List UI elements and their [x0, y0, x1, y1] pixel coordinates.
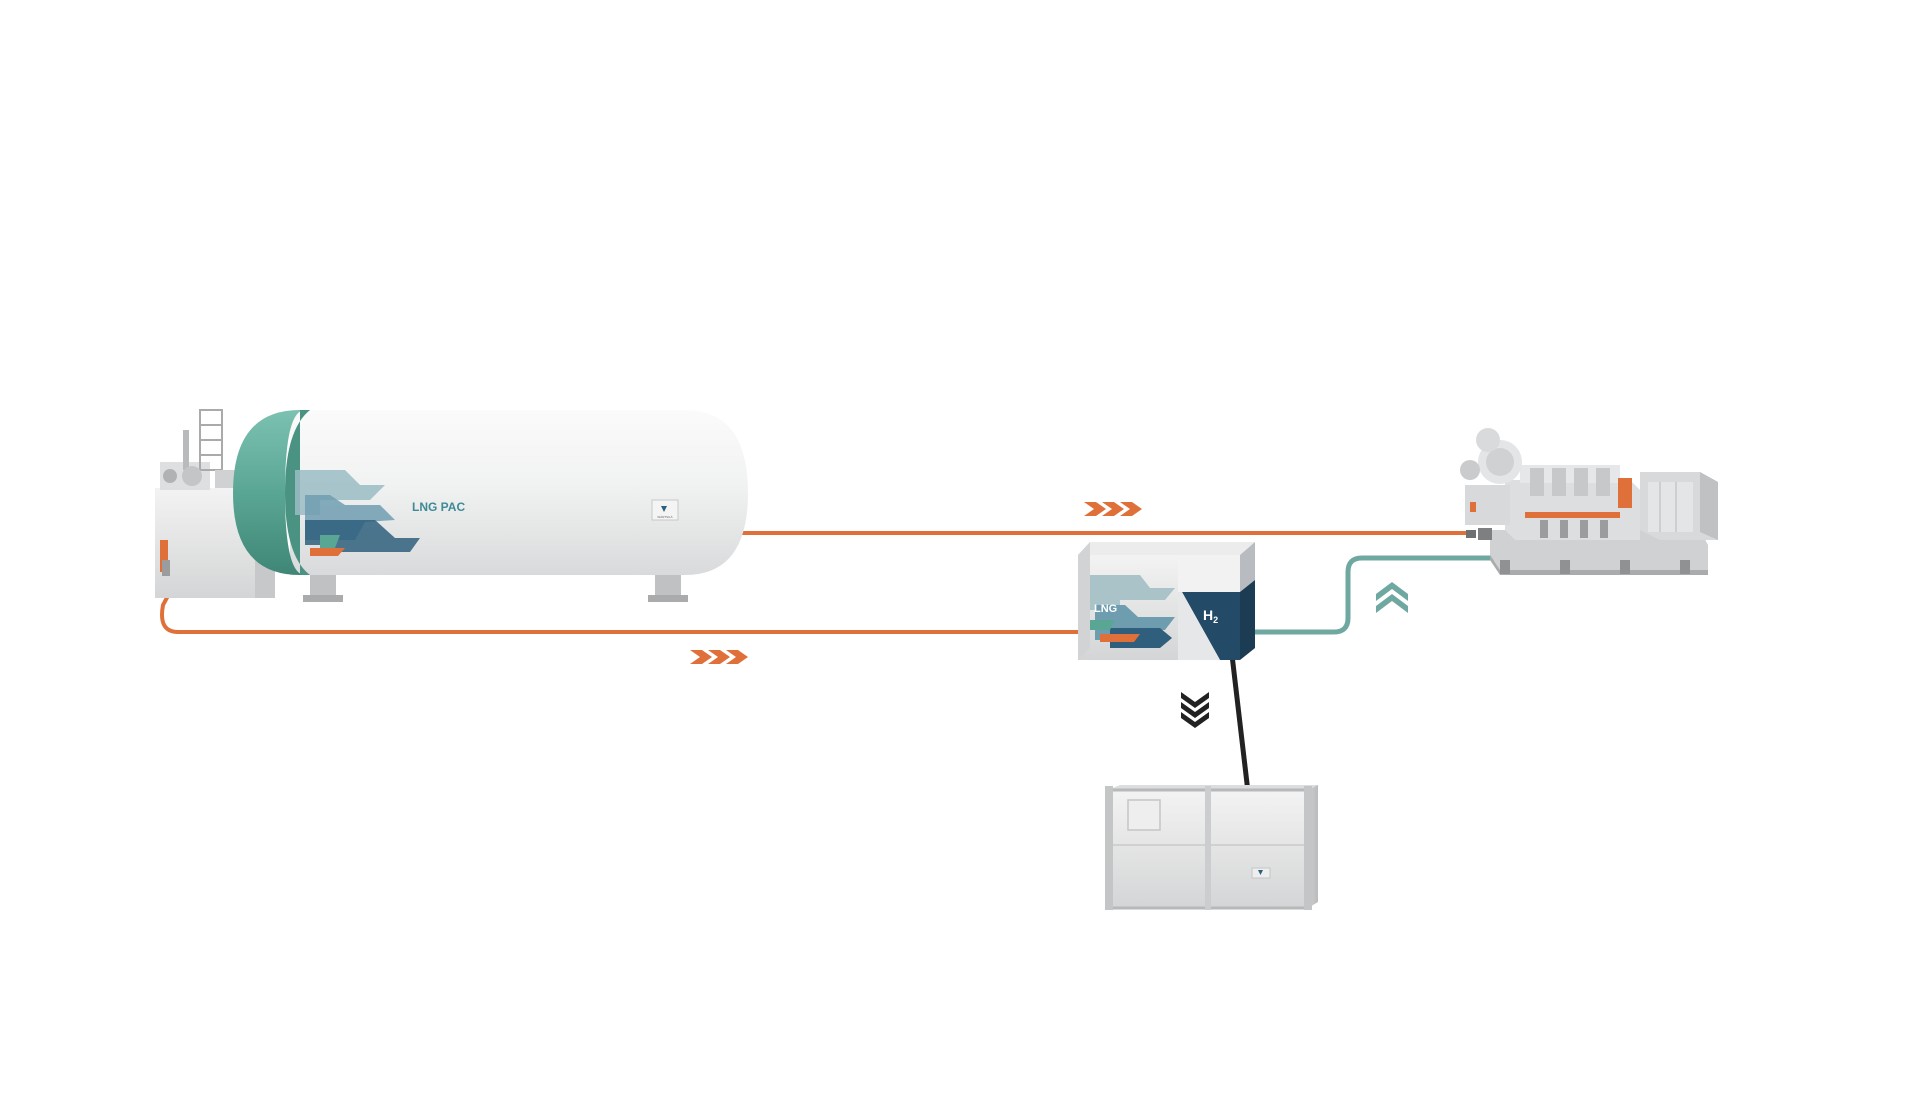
h2-pipe	[1250, 555, 1495, 635]
chevron-right-triple-icon	[1084, 502, 1142, 516]
chevron-down-triple-icon	[1181, 692, 1209, 728]
reformer-h2-label: H2	[1203, 607, 1218, 625]
reformer-lng-label: LNG	[1094, 603, 1117, 615]
co2-pipe	[1229, 654, 1251, 793]
brand-badge-text: WÄRTSILÄ	[657, 515, 672, 519]
lng-pipe-bottom	[160, 576, 1085, 634]
chevron-right-triple-icon	[690, 650, 748, 664]
storage-container	[1105, 785, 1318, 910]
brand-badge: WÄRTSILÄ	[651, 499, 679, 521]
tank-label: LNG PAC	[412, 500, 465, 514]
lng-pac-tank: LNG PAC WÄRTSILÄ	[233, 410, 748, 602]
engine-genset	[1460, 428, 1718, 575]
reformer-h2-symbol: H	[1203, 607, 1213, 623]
reformer-h2-subscript: 2	[1213, 615, 1218, 625]
chevron-up-double-icon	[1376, 582, 1408, 613]
tank-graphic	[295, 470, 420, 556]
reformer-unit: LNG H2	[1078, 542, 1255, 660]
